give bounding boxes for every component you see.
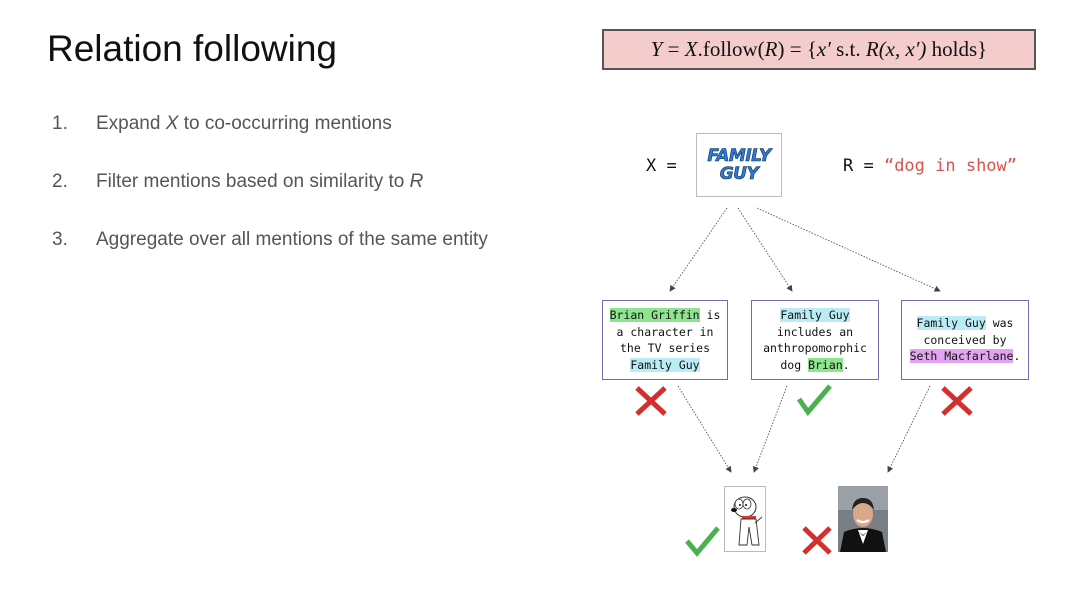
formula-st: s.t. <box>830 37 866 61</box>
highlighted-mention: Family Guy <box>916 316 986 331</box>
highlighted-mention: Family Guy <box>630 357 700 372</box>
check-icon <box>685 526 720 557</box>
mention-text-span: a character in <box>616 324 714 339</box>
highlighted-mention: Brian <box>808 357 843 372</box>
family-guy-logo: FAMILY GUY <box>696 133 782 197</box>
arrow-mention-2-to-brian <box>752 385 788 473</box>
relation-formula: Y = X .follow( R ) = { x′ s.t. R (x, x′)… <box>602 29 1036 70</box>
brian-griffin-image <box>724 486 766 552</box>
formula-xprime: x′ <box>816 37 831 61</box>
formula-eq: = <box>662 37 685 61</box>
step-number: 3. <box>52 229 68 250</box>
slide-title: Relation following <box>47 28 338 69</box>
formula-args: (x, x′) <box>878 37 927 61</box>
step-text: Expand X to co-occurring mentions <box>96 113 392 134</box>
step-text: Aggregate over all mentions of the same … <box>96 229 488 250</box>
step-text: Filter mentions based on similarity to R <box>96 171 424 192</box>
formula-r2: R <box>865 37 879 61</box>
r-value: “dog in show” <box>883 156 1018 176</box>
arrow-logo-to-mention-3 <box>756 207 941 292</box>
step-number: 2. <box>52 171 68 192</box>
mention-text-span: is <box>699 308 721 322</box>
formula-y: Y <box>650 37 663 61</box>
formula-holds: holds} <box>926 37 988 61</box>
formula-follow: .follow( <box>697 37 765 61</box>
formula-rest: ) = { <box>777 37 817 61</box>
mention-text-span: anthropomorphic <box>763 341 867 355</box>
mention-card-1: Brian Griffin is a character in the TV ser… <box>602 300 728 380</box>
cross-icon <box>635 386 667 416</box>
mention-text-span: . <box>1013 349 1021 364</box>
formula-r: R <box>764 37 778 61</box>
seth-macfarlane-image <box>838 486 888 552</box>
highlighted-mention: Family Guy <box>780 308 850 322</box>
mention-text-span: includes an <box>776 324 854 339</box>
highlighted-mention: Brian Griffin <box>609 308 700 322</box>
mention-text: Brian Griffin is a character in the TV ser… <box>609 307 721 373</box>
step-number: 1. <box>52 113 68 134</box>
x-label: X = <box>646 156 677 176</box>
mention-text-span: the TV series <box>619 341 710 355</box>
arrow-mention-1-to-brian <box>677 385 732 473</box>
arrow-logo-to-mention-2 <box>737 207 793 292</box>
arrow-logo-to-mention-1 <box>669 207 728 292</box>
mention-text-span: dog <box>780 357 809 372</box>
mention-text-span: was <box>985 316 1014 331</box>
r-label: R = “dog in show” <box>843 156 1018 176</box>
highlighted-mention: Seth Macfarlane <box>909 349 1014 364</box>
check-icon <box>796 384 832 417</box>
mention-text-span: conceived by <box>923 332 1007 347</box>
cross-icon <box>941 386 973 416</box>
mention-text-span: . <box>842 357 850 372</box>
cross-icon <box>802 526 832 555</box>
arrow-mention-3-to-seth <box>887 385 931 473</box>
formula-x: X <box>684 37 698 61</box>
